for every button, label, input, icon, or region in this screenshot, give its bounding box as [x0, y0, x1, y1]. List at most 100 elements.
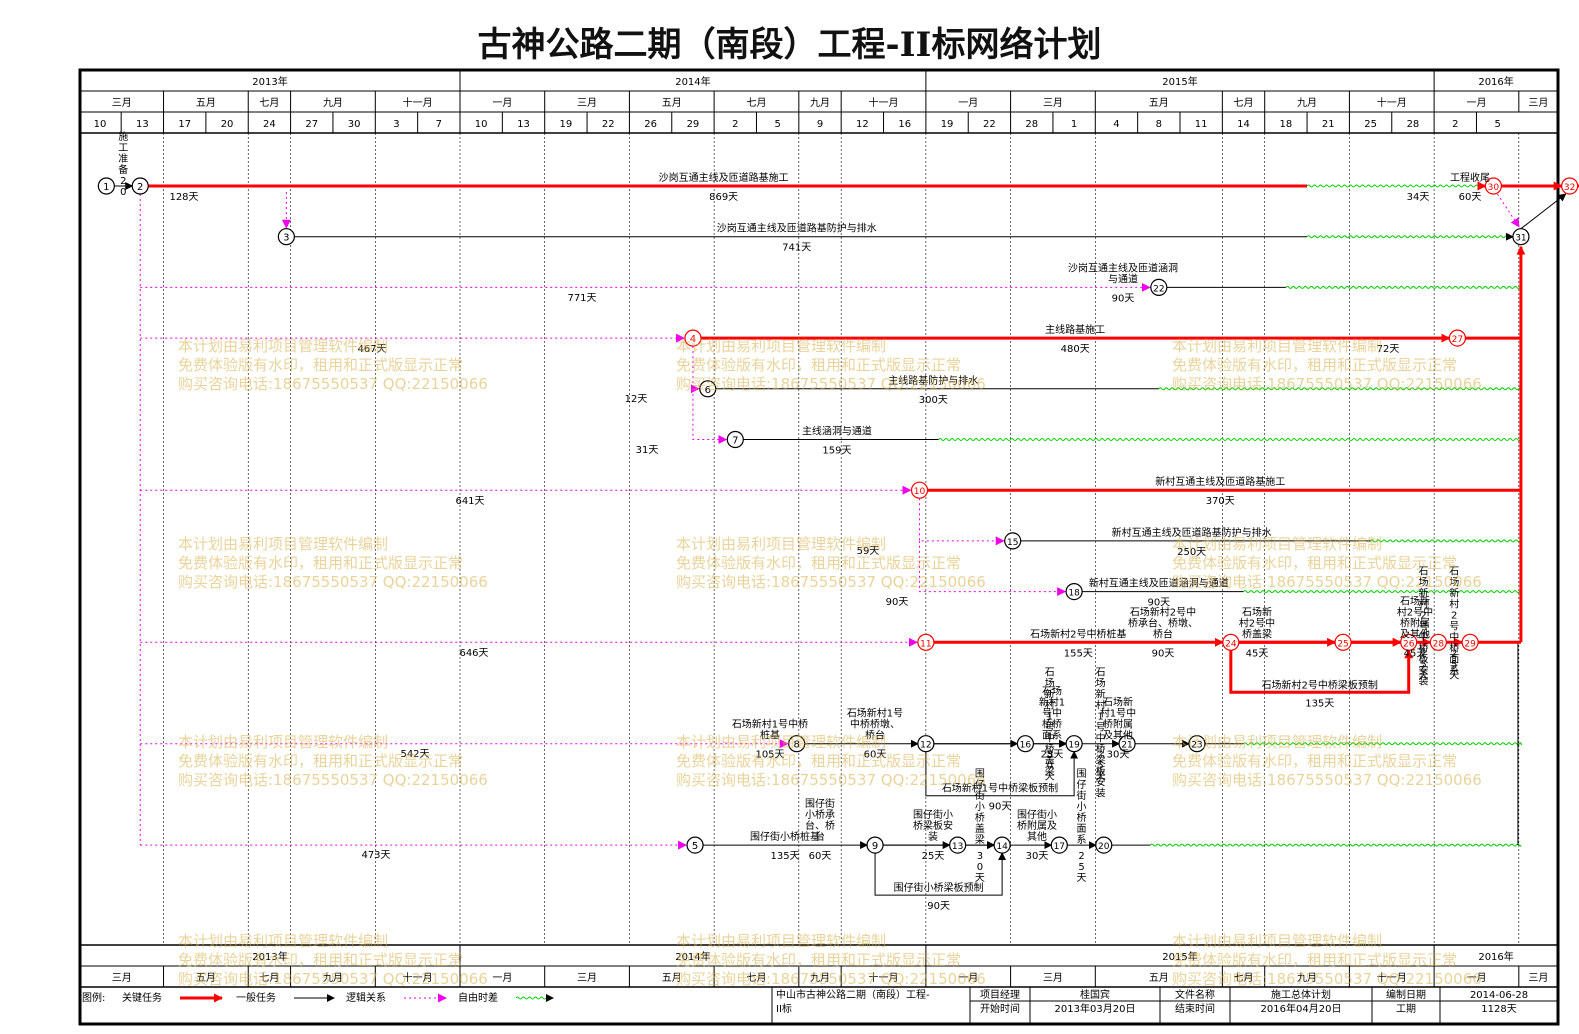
task-name-char: 场 [1096, 677, 1106, 690]
node-number: 18 [1068, 589, 1080, 599]
float-duration: 771天 [567, 293, 596, 304]
task-name-char: 小 [975, 801, 985, 813]
task-name: 桥附属 [1103, 718, 1133, 731]
bottom-year-label: 2014年 [675, 950, 710, 963]
task-labels: 施工准备20沙岗互通主线及匝道路基施工869天工程收尾60天竣工验收17天沙岗互… [118, 130, 1490, 912]
node-circle [684, 329, 702, 347]
node-number: 21 [1121, 741, 1132, 751]
node-circle [910, 481, 929, 499]
task-duration: 45天 [1404, 648, 1427, 659]
event-node-5: 5 [686, 836, 704, 854]
task-name-char: 中 [1419, 630, 1429, 643]
task-name-char: 新 [1449, 586, 1459, 599]
legend-critical-label: 关键任务 [122, 991, 162, 1004]
float-duration: 646天 [459, 648, 488, 659]
task-name: 石场 [1042, 685, 1062, 698]
day-label: 13 [136, 119, 149, 130]
logic-link [690, 346, 700, 394]
task-name: 面系 [1042, 730, 1062, 742]
info-file: 施工总体计划 [1271, 988, 1331, 1001]
task-duration: 60天 [1459, 192, 1482, 203]
node-circle [1065, 582, 1083, 601]
event-node-31: 31 [1512, 228, 1530, 246]
task-name-char: 号 [1096, 722, 1106, 734]
task-duration: 90天 [927, 901, 950, 912]
float-duration: 59天 [857, 546, 880, 557]
task-name-char: 0 [120, 187, 126, 198]
task-name: 小桥承 [805, 809, 835, 821]
day-label: 12 [856, 119, 869, 130]
info-file-label: 文件名称 [1175, 988, 1215, 1001]
task-name: 台 [815, 830, 825, 843]
node-number: 31 [1515, 234, 1526, 244]
task-name-char: 石 [1419, 566, 1429, 577]
free-float-wave [1158, 387, 1523, 391]
day-label: 30 [348, 119, 361, 130]
event-node-30: 30 [1484, 177, 1503, 195]
event-node-15: 15 [1004, 532, 1022, 550]
day-label: 26 [644, 119, 657, 130]
free-float-wave [1149, 843, 1522, 847]
event-node-25: 25 [1334, 633, 1352, 651]
event-node-18: 18 [1065, 582, 1083, 601]
task-duration: 30天 [1026, 851, 1049, 862]
day-label: 16 [898, 119, 911, 130]
task-duration: 370天 [1206, 496, 1235, 507]
task-name: 石场新村1号中桥 [732, 718, 808, 731]
event-node-22: 22 [1150, 278, 1168, 296]
task-duration-char: 5 [1097, 761, 1103, 772]
logic-link [692, 388, 728, 444]
task-duration: 90天 [1147, 598, 1170, 609]
free-float-wave [515, 996, 547, 1000]
task-duration: 480天 [1061, 344, 1090, 355]
free-float-wave [1243, 742, 1523, 746]
node-circle [1429, 633, 1447, 651]
float-duration: 72天 [1377, 344, 1400, 355]
legend-float-label: 自由时差 [458, 991, 498, 1004]
task-name: 台、桥 [805, 819, 835, 832]
float-duration: 34天 [1407, 192, 1430, 203]
month-label: 十一月 [869, 96, 899, 109]
task-name: 桥台 [1153, 627, 1173, 640]
float-duration: 473天 [361, 850, 390, 861]
free-float-wave [938, 438, 1523, 441]
task-name: 其他 [1027, 830, 1047, 843]
task-name-char: 1 [1047, 712, 1053, 723]
day-label: 10 [94, 119, 107, 130]
day-label: 1 [1071, 119, 1077, 130]
node-number: 15 [1007, 538, 1018, 548]
task-name: 装 [928, 830, 938, 843]
task-duration: 105天 [755, 750, 784, 761]
task-name: 桥附属 [1400, 616, 1430, 629]
task-duration-char: 3 [977, 851, 983, 862]
event-node-28: 28 [1429, 633, 1447, 651]
task-duration: 30天 [975, 851, 985, 884]
day-label: 27 [305, 119, 318, 130]
task-name-char: 新 [1045, 688, 1055, 701]
task-name-char: 仔 [975, 779, 985, 791]
task-arrows [114, 181, 1579, 896]
info-end-label: 结束时间 [1175, 1002, 1215, 1015]
task-name: 与通道 [1108, 272, 1138, 285]
event-node-19: 19 [1065, 735, 1083, 753]
task-name-char: 梁 [1096, 754, 1106, 767]
node-number: 22 [1153, 284, 1164, 294]
task-name: 新村互通主线及匝道路基防护与排水 [1112, 526, 1272, 539]
task-duration-char: 2 [1420, 648, 1426, 659]
event-node-20: 20 [1095, 836, 1113, 854]
node-number: 24 [1225, 639, 1237, 649]
legend-logic-label: 逻辑关系 [346, 991, 386, 1004]
task-name-char: 围 [975, 768, 985, 780]
node-circle [993, 836, 1011, 854]
event-node-12: 12 [917, 735, 935, 753]
task-name-char: 面 [1077, 824, 1087, 835]
